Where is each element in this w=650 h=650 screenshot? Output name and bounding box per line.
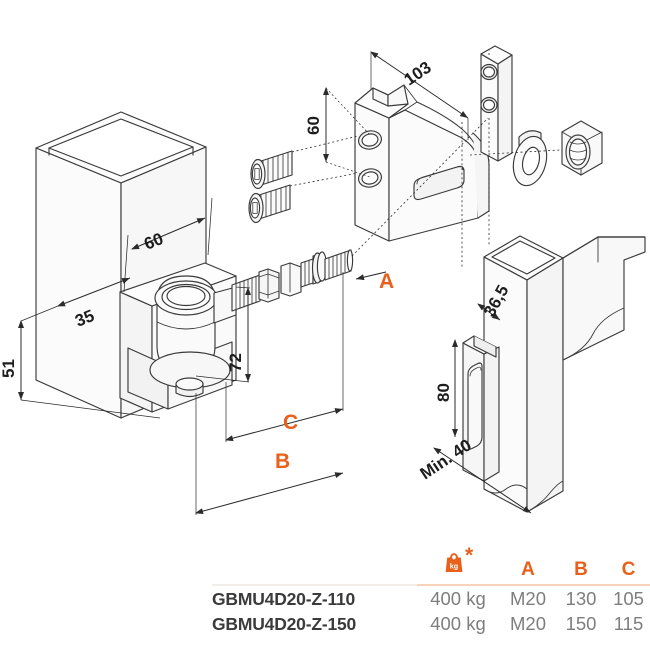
dim-min-40 [433, 447, 532, 514]
dim-72-label: 72 [226, 353, 245, 372]
cell-code: GBMU4D20-Z-110 [212, 588, 356, 609]
dim-51-label: 51 [0, 359, 18, 378]
cell-c: 105 [613, 588, 644, 609]
hex-nut [561, 120, 603, 176]
dim-51 [18, 305, 161, 419]
backing-plate [480, 45, 513, 162]
callout-c-label: C [283, 411, 298, 434]
column-header-a: A [499, 548, 557, 586]
table-header-row: kg * A B C [212, 545, 650, 586]
column-header-b: B [557, 548, 605, 586]
kg-bag-icon: kg [445, 553, 463, 572]
table-row[interactable]: GBMU4D20-Z-150 400 kg M20 150 115 [212, 611, 650, 636]
cell-c: 115 [613, 613, 644, 634]
cell-code: GBMU4D20-Z-150 [212, 613, 357, 634]
column-header-c: C [605, 548, 650, 586]
gate-strap-plate [462, 335, 500, 482]
gate-frame [483, 235, 646, 513]
column-header-weight: kg * [417, 545, 499, 586]
cap-screws [248, 150, 293, 224]
dim-60-plate-label: 60 [304, 116, 323, 135]
spec-table: kg * A B C GBMU4D20-Z-110 400 kg M20 130 [0, 545, 650, 650]
column-header-code [212, 548, 417, 586]
table-row[interactable]: GBMU4D20-Z-110 400 kg M20 130 105 [212, 585, 650, 611]
cell-b: 130 [565, 588, 597, 609]
dim-b [195, 393, 344, 515]
table-body: GBMU4D20-Z-110 400 kg M20 130 105 GBMU4D… [212, 585, 650, 636]
kg-bag-icon-wrap: kg * [438, 545, 478, 575]
dim-72 [195, 286, 251, 383]
dim-103-label: 103 [401, 58, 435, 90]
callout-b-label: B [275, 450, 290, 473]
cell-a: M20 [510, 613, 546, 634]
weight-asterisk: * [465, 544, 474, 567]
threaded-shaft-assembly [231, 249, 354, 312]
svg-text:kg: kg [450, 562, 458, 571]
hinge-post-body [119, 262, 237, 413]
dim-c [225, 272, 344, 442]
cell-weight: 400 kg [430, 588, 486, 609]
dim-35 [57, 277, 131, 307]
gate-bracket-plate [354, 84, 490, 242]
dim-103 [370, 51, 469, 140]
cell-a: M20 [510, 588, 546, 609]
exploded-centre-lines [289, 50, 561, 268]
dim-36-5 [477, 303, 501, 321]
flat-washer [512, 130, 548, 187]
cell-b: 150 [565, 613, 597, 634]
technical-drawing: 60 35 51 72 60 103 36,5 80 Min. 40 A B C [0, 45, 646, 515]
cell-weight: 400 kg [430, 613, 486, 634]
spec-table-grid: kg * A B C GBMU4D20-Z-110 400 kg M20 130 [212, 545, 650, 636]
callout-a-label: A [379, 270, 394, 293]
callout-a-leader [355, 271, 387, 281]
dim-60-plate [323, 87, 371, 178]
dim-80-label: 80 [434, 383, 453, 402]
